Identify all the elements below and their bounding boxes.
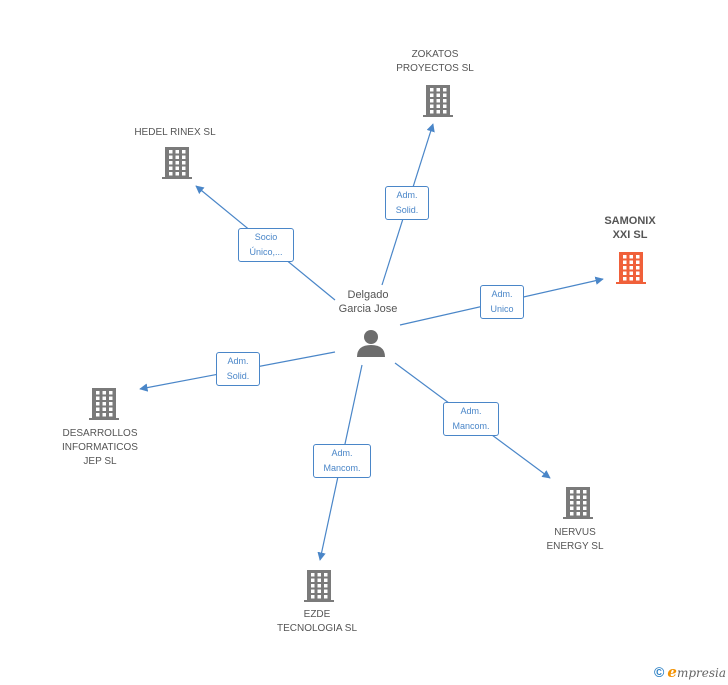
person-icon[interactable] <box>356 328 386 358</box>
brand-logo[interactable]: empresia <box>667 663 726 681</box>
company-name-nervus[interactable]: NERVUS ENERGY SL <box>546 527 604 552</box>
building-icon-desarrollos[interactable] <box>89 388 119 421</box>
relation-label-desarrollos[interactable]: Adm. Solid. <box>216 352 260 386</box>
relation-label-nervus[interactable]: Adm. Mancom. <box>443 402 499 436</box>
company-name-zokatos[interactable]: ZOKATOS PROYECTOS SL <box>396 49 474 74</box>
relation-label-samonix[interactable]: Adm. Unico <box>480 285 524 319</box>
company-name-hedel[interactable]: HEDEL RINEX SL <box>134 127 216 138</box>
building-icon-ezde[interactable] <box>304 570 334 603</box>
relation-label-zokatos[interactable]: Adm. Solid. <box>385 186 429 220</box>
copyright-icon: © <box>654 664 665 680</box>
footer-brand: © empresia <box>654 663 726 681</box>
person-name[interactable]: Delgado Garcia Jose <box>338 289 398 315</box>
building-icon-nervus[interactable] <box>563 487 593 520</box>
building-icon-hedel[interactable] <box>162 147 192 180</box>
company-name-samonix[interactable]: SAMONIX XXI SL <box>604 215 656 241</box>
building-icon-samonix[interactable] <box>616 252 646 285</box>
company-name-ezde[interactable]: EZDE TECNOLOGIA SL <box>276 609 358 634</box>
company-name-desarrollos[interactable]: DESARROLLOS INFORMATICOS JEP SL <box>62 428 138 467</box>
building-icon-zokatos[interactable] <box>423 85 453 118</box>
relation-label-ezde[interactable]: Adm. Mancom. <box>313 444 371 478</box>
relation-label-hedel[interactable]: Socio Único,... <box>238 228 294 262</box>
